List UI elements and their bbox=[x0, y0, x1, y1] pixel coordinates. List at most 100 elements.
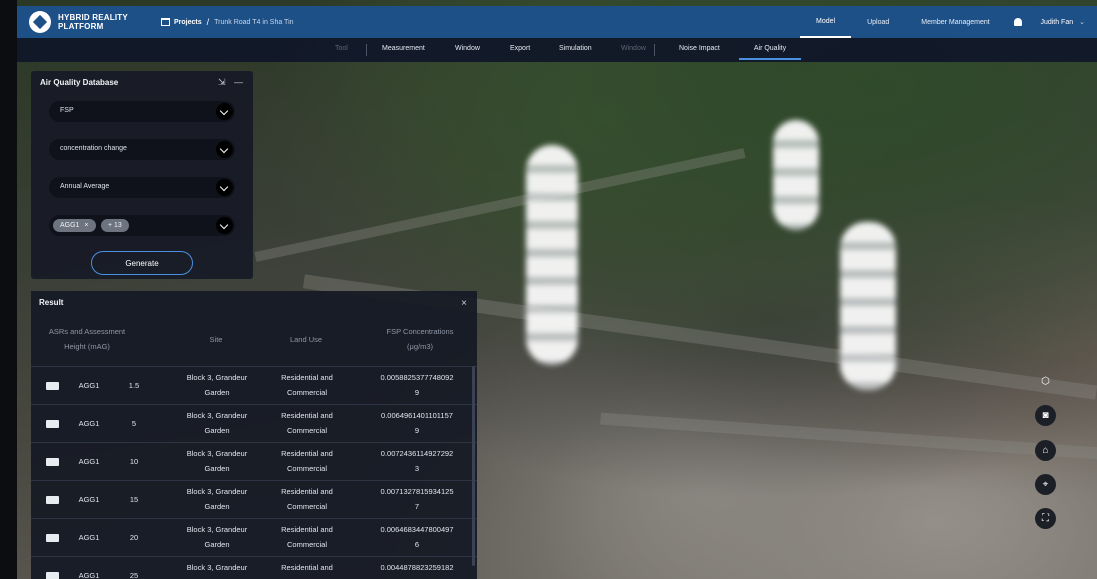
cell-text: 0.0064683447800497 bbox=[380, 525, 454, 534]
asr-tag-label: AGG1 bbox=[60, 222, 80, 229]
pin-icon[interactable]: ⇲ bbox=[217, 77, 226, 87]
pollution-plume bbox=[526, 145, 578, 365]
header-text: (μg/m3) bbox=[407, 342, 433, 351]
cell-text: Garden bbox=[204, 540, 230, 549]
pollutant-value: FSP bbox=[60, 107, 74, 114]
cell-text: Garden bbox=[204, 464, 230, 473]
chevron-down-icon[interactable] bbox=[216, 141, 233, 158]
map-road bbox=[254, 148, 746, 262]
tab-window[interactable]: Window bbox=[455, 45, 480, 52]
logo-mark-icon bbox=[29, 11, 51, 33]
asr-tag[interactable]: AGG1 × bbox=[53, 219, 96, 232]
projects-grid-icon bbox=[161, 18, 170, 26]
row-checkbox[interactable] bbox=[46, 496, 59, 504]
cell-text: Residential and bbox=[281, 487, 333, 496]
row-checkbox[interactable] bbox=[46, 420, 59, 428]
generate-button[interactable]: Generate bbox=[91, 251, 193, 275]
cube-icon[interactable]: ⬡ bbox=[1041, 376, 1050, 387]
tab-window-disabled[interactable]: Window bbox=[621, 45, 646, 52]
panel-title: Air Quality Database bbox=[40, 78, 119, 87]
cell-text: Residential and bbox=[281, 525, 333, 534]
user-menu[interactable]: Judith Fan ⌄ bbox=[1014, 6, 1085, 38]
tab-export[interactable]: Export bbox=[510, 45, 531, 52]
pin-tool-icon[interactable]: ⌖ bbox=[1035, 474, 1056, 495]
home-icon[interactable]: ⌂ bbox=[1035, 440, 1056, 461]
nav-upload[interactable]: Upload bbox=[867, 18, 890, 26]
cell-asr: AGG1 bbox=[78, 457, 100, 466]
cell-text: Garden bbox=[204, 426, 230, 435]
cell-text: 6 bbox=[414, 540, 420, 549]
cell-text: 7 bbox=[414, 502, 420, 511]
nav-member-management[interactable]: Member Management bbox=[921, 18, 990, 26]
cell-height: 20 bbox=[129, 533, 139, 542]
cell-text: Block 3, Grandeur bbox=[186, 449, 248, 458]
asr-multiselect[interactable]: AGG1 × + 13 bbox=[49, 215, 235, 236]
period-select[interactable]: Annual Average bbox=[49, 177, 235, 198]
pollutant-select[interactable]: FSP bbox=[49, 101, 235, 122]
table-scrollbar[interactable] bbox=[472, 366, 475, 566]
chevron-down-icon[interactable] bbox=[216, 217, 233, 234]
toolbar-divider bbox=[654, 44, 655, 56]
cell-text: Residential and bbox=[281, 449, 333, 458]
close-icon[interactable]: × bbox=[461, 298, 467, 309]
mode-select[interactable]: concentration change bbox=[49, 139, 235, 160]
chevron-down-icon[interactable] bbox=[216, 179, 233, 196]
cell-text: Commercial bbox=[286, 502, 327, 511]
tab-noise-impact[interactable]: Noise Impact bbox=[679, 45, 720, 52]
cell-text: Block 3, Grandeur bbox=[186, 373, 248, 382]
cell-text: Commercial bbox=[286, 464, 327, 473]
cell-land-use: Residential and bbox=[267, 560, 347, 575]
asr-more-tag[interactable]: + 13 bbox=[101, 219, 129, 232]
cell-asr: AGG1 bbox=[78, 571, 100, 579]
breadcrumb-separator: / bbox=[206, 17, 210, 27]
toolbar-divider bbox=[366, 44, 367, 56]
column-header-site: Site bbox=[209, 335, 223, 344]
cell-text: Block 3, Grandeur bbox=[186, 525, 248, 534]
tag-close-icon[interactable]: × bbox=[84, 222, 89, 229]
cell-text: Residential and bbox=[281, 563, 333, 572]
user-name: Judith Fan bbox=[1040, 18, 1074, 26]
chevron-down-icon[interactable] bbox=[216, 103, 233, 120]
air-quality-panel: Air Quality Database ⇲ — FSP concentrati… bbox=[31, 71, 253, 279]
cell-text: 3 bbox=[414, 464, 420, 473]
tab-tool[interactable]: Tool bbox=[335, 45, 348, 52]
row-checkbox[interactable] bbox=[46, 382, 59, 390]
tab-simulation[interactable]: Simulation bbox=[559, 45, 592, 52]
cell-text: Garden bbox=[204, 388, 230, 397]
minimize-icon[interactable]: — bbox=[234, 77, 243, 87]
cell-text: 0.0058825377748092 bbox=[380, 373, 454, 382]
row-checkbox[interactable] bbox=[46, 534, 59, 542]
row-checkbox[interactable] bbox=[46, 572, 59, 579]
tab-measurement[interactable]: Measurement bbox=[382, 45, 425, 52]
cell-height: 1.5 bbox=[128, 381, 140, 390]
nav-model[interactable]: Model bbox=[800, 6, 852, 38]
camera-icon[interactable]: ◙ bbox=[1035, 405, 1056, 426]
column-header-asr: ASRs and Assessment Height (mAG) bbox=[37, 324, 137, 354]
row-checkbox[interactable] bbox=[46, 458, 59, 466]
cell-site: Block 3, Grandeur bbox=[176, 560, 258, 575]
cell-text: Residential and bbox=[281, 411, 333, 420]
fullscreen-icon[interactable]: ⛶ bbox=[1035, 508, 1056, 529]
app-logo[interactable]: HYBRID REALITY PLATFORM bbox=[29, 11, 149, 33]
tab-air-quality[interactable]: Air Quality bbox=[739, 45, 801, 60]
bell-icon[interactable] bbox=[1014, 18, 1023, 26]
header-text: ASRs and Assessment bbox=[48, 327, 126, 336]
cell-fsp: 0.0064683447800497 6 bbox=[359, 522, 475, 552]
cell-fsp: 0.0044878823259182 bbox=[359, 560, 475, 575]
breadcrumb-projects[interactable]: Projects bbox=[174, 18, 202, 26]
